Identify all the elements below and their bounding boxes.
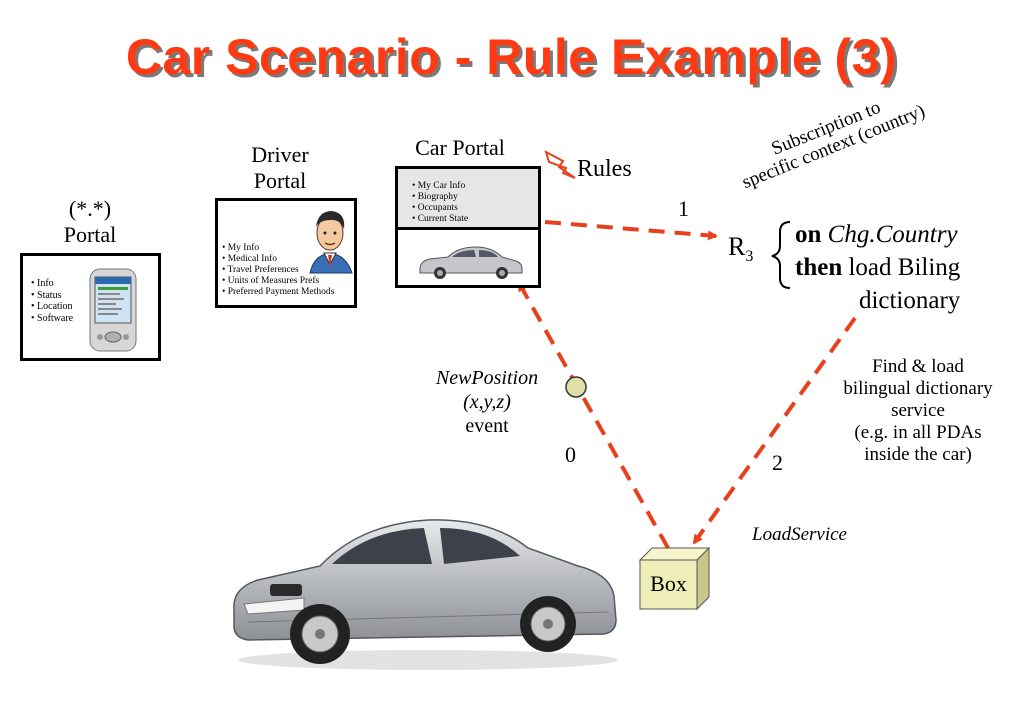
page-title: Car Scenario - Rule Example (3): [125, 29, 898, 85]
event-kind: event: [465, 415, 509, 437]
list-item: Current State: [412, 214, 468, 225]
small-car-icon: [419, 246, 523, 279]
find-load-line: bilingual dictionary: [843, 378, 993, 399]
list-item: My Info: [222, 243, 334, 254]
driver-portal-label-line2: Portal: [253, 168, 307, 193]
list-item: Software: [31, 313, 73, 325]
car-portal-info-panel: My Car Info Biography Occupants Current …: [398, 169, 538, 230]
find-load-label: Find & load bilingual dictionary service…: [818, 356, 1018, 466]
general-portal-list: Info Status Location Software: [31, 278, 73, 324]
rule-name: R3: [728, 232, 753, 266]
find-load-line: inside the car): [864, 444, 972, 465]
rule-on-event: Chg.Country: [827, 221, 958, 248]
arrow-load-service: [692, 316, 857, 545]
driver-portal-box[interactable]: My Info Medical Info Travel Preferences …: [215, 198, 357, 308]
rule-brace: [771, 221, 791, 289]
general-portal-box[interactable]: Info Status Location Software: [20, 253, 161, 361]
rule-on-line: on Chg.Country: [795, 218, 960, 251]
list-item: Biography: [412, 192, 468, 203]
rule-then-keyword: then: [795, 254, 843, 281]
list-item: Preferred Payment Methods: [222, 287, 335, 298]
driver-avatar-icon: [309, 211, 353, 274]
event-name: NewPosition: [435, 367, 539, 389]
car-portal-list: My Car Info Biography Occupants Current …: [412, 181, 468, 225]
rule-subscript: 3: [745, 248, 754, 266]
event-circle-icon: [565, 376, 587, 398]
car-portal-label: Car Portal: [415, 135, 505, 160]
car-portal-box[interactable]: My Car Info Biography Occupants Current …: [395, 166, 541, 288]
rule-then-line: then load Biling: [795, 251, 960, 284]
list-item: Location: [31, 301, 73, 313]
step-label-0: 0: [565, 442, 576, 467]
arrow-subscription: [544, 220, 718, 241]
rule-body: on Chg.Country then load Biling dictiona…: [795, 218, 960, 317]
pda-icon: [89, 268, 137, 352]
list-item: Info: [31, 278, 73, 290]
general-portal-label: (*.*) Portal: [40, 196, 140, 248]
step-label-2: 2: [772, 450, 783, 475]
rule-then-action: load Biling: [848, 254, 961, 281]
list-item: Travel Preferences: [222, 265, 334, 276]
list-item: Units of Measures Prefs: [222, 276, 334, 287]
box-shape: [638, 546, 711, 611]
find-load-line: Find & load: [872, 356, 964, 377]
rules-label: Rules: [577, 156, 632, 182]
find-load-line: (e.g. in all PDAs: [854, 422, 982, 443]
driver-portal-list: My Info Medical Info Travel Preferences …: [222, 243, 335, 298]
box-label: Box: [650, 571, 687, 596]
event-params: (x,y,z): [463, 391, 511, 413]
rule-name-text: R: [728, 232, 746, 261]
list-item: My Car Info: [412, 181, 468, 192]
general-portal-label-line1: (*.*): [68, 196, 112, 221]
list-item: Status: [31, 290, 73, 302]
driver-portal-label-line1: Driver: [251, 142, 309, 167]
list-item: Medical Info: [222, 254, 334, 265]
car-image: [233, 519, 618, 670]
list-item: Occupants: [412, 203, 468, 214]
rule-then-action-2: dictionary: [858, 287, 961, 314]
find-load-line: service: [891, 400, 945, 421]
rule-on-keyword: on: [795, 221, 822, 248]
load-service-label: LoadService: [752, 524, 847, 545]
lightning-icon: [544, 149, 576, 179]
general-portal-label-line2: Portal: [63, 222, 117, 247]
driver-portal-label: Driver Portal: [220, 142, 340, 194]
event-label: NewPosition (x,y,z) event: [418, 366, 556, 438]
step-label-1: 1: [678, 196, 689, 221]
